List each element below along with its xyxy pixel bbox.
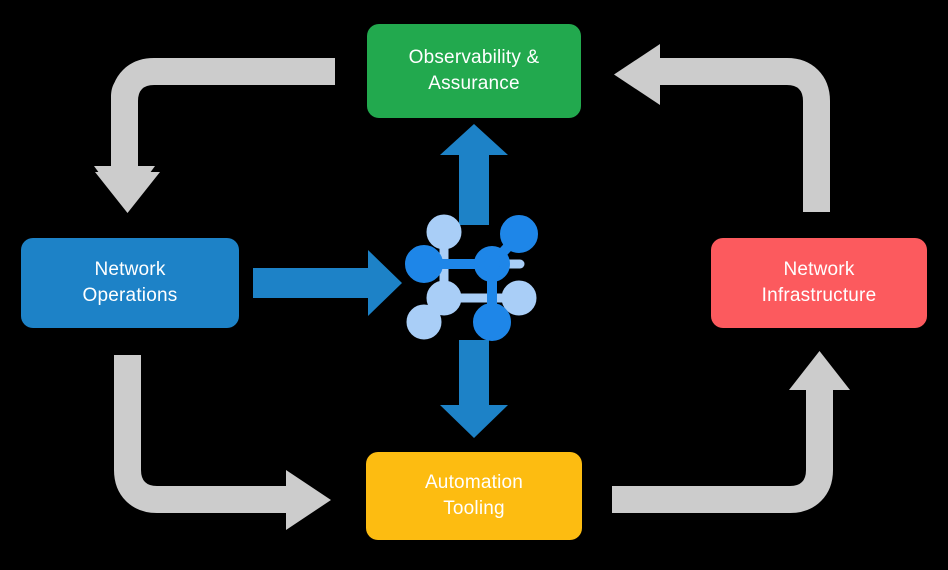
blue-arrow-center-to-observability [440,124,508,225]
blue-arrow-center-to-automation [440,340,508,438]
gray-arrow-observability-to-operations-body [111,58,335,170]
gray-arrow-automation-to-infrastructure-body [612,390,833,513]
node-observability-assurance[interactable]: Observability & Assurance [367,24,581,118]
gray-arrow-observability-to-operations [95,58,335,213]
gray-arrow-infrastructure-to-observability-head [614,44,660,105]
gray-arrow-operations-to-automation-body [114,355,286,513]
gray-arrow-infrastructure-to-observability-body [660,58,830,212]
gray-arrow-operations-to-automation-head [286,470,331,530]
node-network-operations-label: Network Operations [82,259,178,306]
gray-arrow-observability-to-operations-head [94,166,155,208]
node-network-infrastructure-label: Network Infrastructure [761,259,877,306]
network-topology-icon [405,214,538,341]
node-network-infrastructure[interactable]: Network Infrastructure [711,238,927,328]
node-automation-tooling-label: Automation Tooling [424,472,524,519]
node-observability-assurance-label: Observability & Assurance [408,47,540,94]
node-network-operations[interactable]: Network Operations [21,238,239,328]
blue-arrow-operations-to-center [253,250,402,316]
node-automation-tooling[interactable]: Automation Tooling [366,452,582,540]
gray-arrow-automation-to-infrastructure-head [789,351,850,390]
